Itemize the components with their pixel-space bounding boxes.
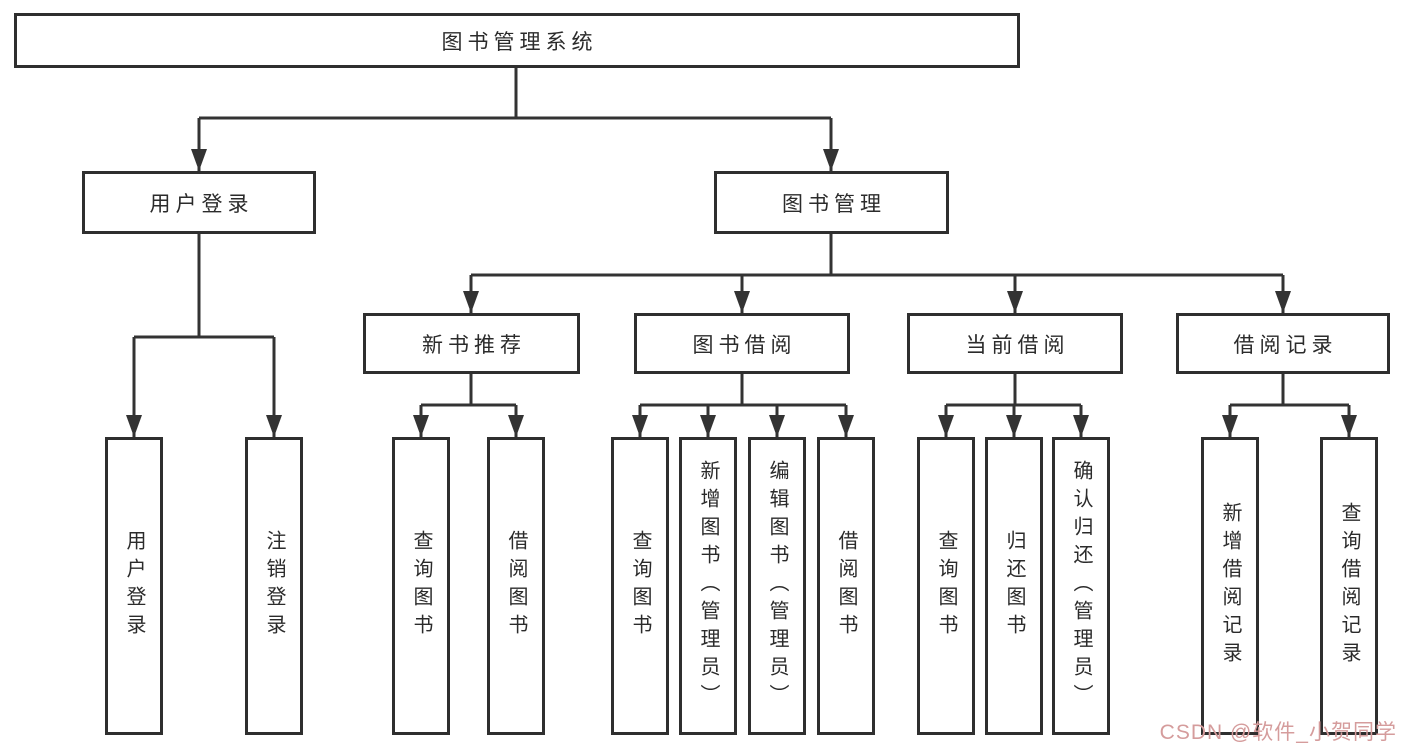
node-book-management: 图书管理 — [714, 171, 949, 234]
leaf-return-books: 归还图书 — [985, 437, 1043, 735]
leaf-borrow-books: 借阅图书 — [817, 437, 875, 735]
node-new-book-recommendation: 新书推荐 — [363, 313, 580, 374]
leaf-add-books-admin: 新增图书（管理员） — [679, 437, 737, 735]
leaf-user-login: 用户登录 — [105, 437, 163, 735]
leaf-logout: 注销登录 — [245, 437, 303, 735]
leaf-current-query-books: 查询图书 — [917, 437, 975, 735]
csdn-watermark: CSDN @软件_小贺同学 — [1159, 721, 1397, 744]
leaf-recommend-query-books: 查询图书 — [392, 437, 450, 735]
leaf-add-borrow-record: 新增借阅记录 — [1201, 437, 1259, 735]
arrowheads — [126, 149, 1357, 437]
node-library-management-system: 图书管理系统 — [14, 13, 1020, 68]
tree-connector-lines — [132, 68, 1351, 437]
node-book-borrowing: 图书借阅 — [634, 313, 850, 374]
node-borrowing-records: 借阅记录 — [1176, 313, 1390, 374]
leaf-edit-books-admin: 编辑图书（管理员） — [748, 437, 806, 735]
leaf-confirm-return-admin: 确认归还（管理员） — [1052, 437, 1110, 735]
leaf-recommend-borrow-books: 借阅图书 — [487, 437, 545, 735]
leaf-borrow-query-books: 查询图书 — [611, 437, 669, 735]
node-current-borrowing: 当前借阅 — [907, 313, 1123, 374]
leaf-query-borrow-record: 查询借阅记录 — [1320, 437, 1378, 735]
node-user-login: 用户登录 — [82, 171, 316, 234]
